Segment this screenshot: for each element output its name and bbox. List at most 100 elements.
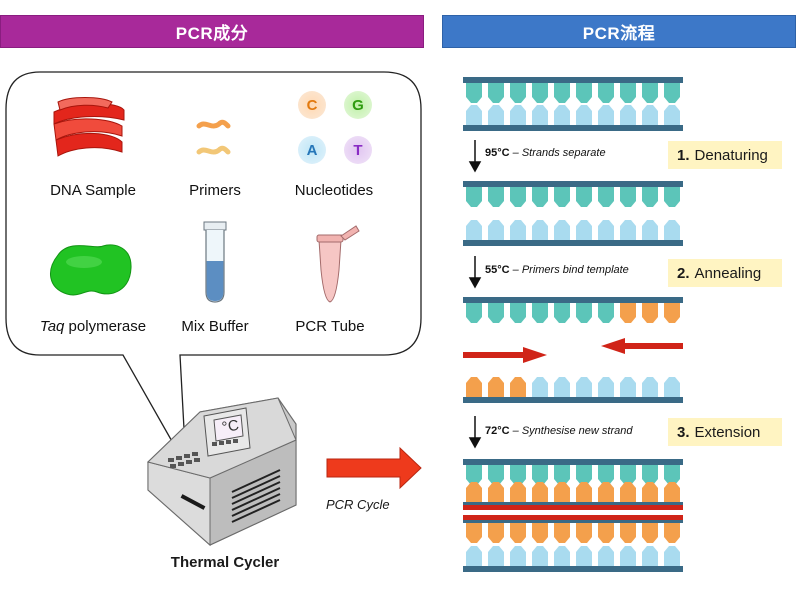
anneal-bottom-base-notch	[598, 377, 614, 383]
denatured-top-base	[664, 187, 680, 201]
dsdna-bottom-base	[642, 111, 658, 125]
ext1-top-base	[510, 465, 526, 479]
dsdna-top-backbone	[463, 77, 683, 83]
denatured-bottom-base	[642, 226, 658, 240]
dsdna-bottom-base	[554, 111, 570, 125]
denatured-bottom-base	[554, 226, 570, 240]
ext1-top-base	[466, 465, 482, 479]
ext2-bottom-base-notch	[620, 546, 636, 552]
primers-label: Primers	[189, 182, 241, 199]
dsdna-bottom-base	[466, 111, 482, 125]
ext2-bottom-base	[598, 552, 614, 566]
ext2-bottom-base-notch	[532, 546, 548, 552]
anneal-top-base	[510, 303, 526, 317]
denatured-top-base	[576, 187, 592, 201]
dsdna-bottom-backbone	[463, 125, 683, 131]
ext2-bottom-base-notch	[488, 546, 504, 552]
polymerase-text: polymerase	[64, 318, 147, 335]
dsdna-bottom-base-notch	[488, 105, 504, 111]
anneal-top-base	[532, 303, 548, 317]
anneal-bottom-base	[598, 383, 614, 397]
ext1-top-backbone	[463, 459, 683, 465]
anneal-top-base	[642, 303, 658, 317]
denatured-top-base	[510, 187, 526, 201]
denatured-bottom-base	[576, 226, 592, 240]
anneal-top-base	[554, 303, 570, 317]
ext1-bottom-base	[466, 488, 482, 502]
dsdna-bottom-base-notch	[642, 105, 658, 111]
denatured-top-base-tip	[642, 201, 658, 207]
pcr-tube-label: PCR Tube	[295, 318, 365, 335]
anneal-bottom-base	[642, 383, 658, 397]
pcr-cycle-arrow	[326, 446, 422, 490]
denatured-bottom-base	[510, 226, 526, 240]
ext2-top-base-tip	[554, 537, 570, 543]
components-banner: PCR成分	[0, 15, 424, 48]
step-2-desc: – Primers bind template	[512, 264, 629, 276]
denatured-top-base-tip	[488, 201, 504, 207]
ext2-bottom-base	[488, 552, 504, 566]
ext2-top-base-tip	[532, 537, 548, 543]
ext2-top-base-tip	[510, 537, 526, 543]
step-1-number: 1.	[677, 146, 690, 164]
dsdna-bottom-base-notch	[532, 105, 548, 111]
anneal-top-base-tip	[488, 317, 504, 323]
ext2-top-base	[620, 523, 636, 537]
ext1-top-base	[598, 465, 614, 479]
anneal-bottom-base-notch	[576, 377, 592, 383]
ext2-top-base	[510, 523, 526, 537]
anneal-bottom-base	[510, 383, 526, 397]
ext1-top-base	[576, 465, 592, 479]
ext2-bottom-base	[510, 552, 526, 566]
step-3-badge: 3.Extension	[668, 418, 782, 446]
ext2-top-base	[598, 523, 614, 537]
denatured-top-base	[466, 187, 482, 201]
anneal-top-base-tip	[466, 317, 482, 323]
dsdna-top-base	[488, 83, 504, 97]
thermal-cycler-label: Thermal Cycler	[170, 554, 280, 571]
primer-arrow-head	[601, 338, 625, 354]
step-1-temp: 95°C	[485, 147, 510, 159]
ext1-bottom-base-notch	[488, 482, 504, 488]
anneal-top-base	[466, 303, 482, 317]
anneal-bottom-base-notch	[532, 377, 548, 383]
anneal-bottom-backbone	[463, 397, 683, 403]
denatured-bottom-base	[620, 226, 636, 240]
components-banner-title: PCR成分	[175, 24, 249, 43]
ext1-top-base	[488, 465, 504, 479]
ext1-bottom-base	[576, 488, 592, 502]
ext1-bottom-base-notch	[466, 482, 482, 488]
dsdna-top-base	[642, 83, 658, 97]
ext1-top-base	[664, 465, 680, 479]
ext1-bottom-base	[488, 488, 504, 502]
ext2-bottom-base	[576, 552, 592, 566]
ext1-top-base	[532, 465, 548, 479]
dsdna-bottom-base	[620, 111, 636, 125]
dsdna-top-base-tip	[466, 97, 482, 103]
dsdna-top-base-tip	[576, 97, 592, 103]
ext2-top-base-tip	[598, 537, 614, 543]
denatured-top-base-tip	[598, 201, 614, 207]
denatured-bottom-base-notch	[664, 220, 680, 226]
dsdna-top-base	[576, 83, 592, 97]
anneal-bottom-base-notch	[488, 377, 504, 383]
ext1-bottom-base-notch	[642, 482, 658, 488]
primer-arrow-shaft	[623, 343, 683, 349]
anneal-top-base	[576, 303, 592, 317]
primer-arrow-shaft	[463, 352, 525, 358]
pcr-cycle-label: PCR Cycle	[326, 497, 390, 512]
process-banner: PCR流程	[442, 15, 796, 48]
denatured-bottom-backbone	[463, 240, 683, 246]
ext1-bottom-base	[598, 488, 614, 502]
ext2-bottom-base	[466, 552, 482, 566]
new-strand-red	[463, 515, 683, 520]
denatured-top-base-tip	[620, 201, 636, 207]
ext1-bottom-base	[642, 488, 658, 502]
denatured-top-base-tip	[576, 201, 592, 207]
ext2-bottom-base-notch	[642, 546, 658, 552]
step-2-name: Annealing	[694, 264, 762, 282]
anneal-bottom-base	[576, 383, 592, 397]
taq-italic: Taq	[39, 318, 65, 335]
dsdna-top-base-tip	[554, 97, 570, 103]
